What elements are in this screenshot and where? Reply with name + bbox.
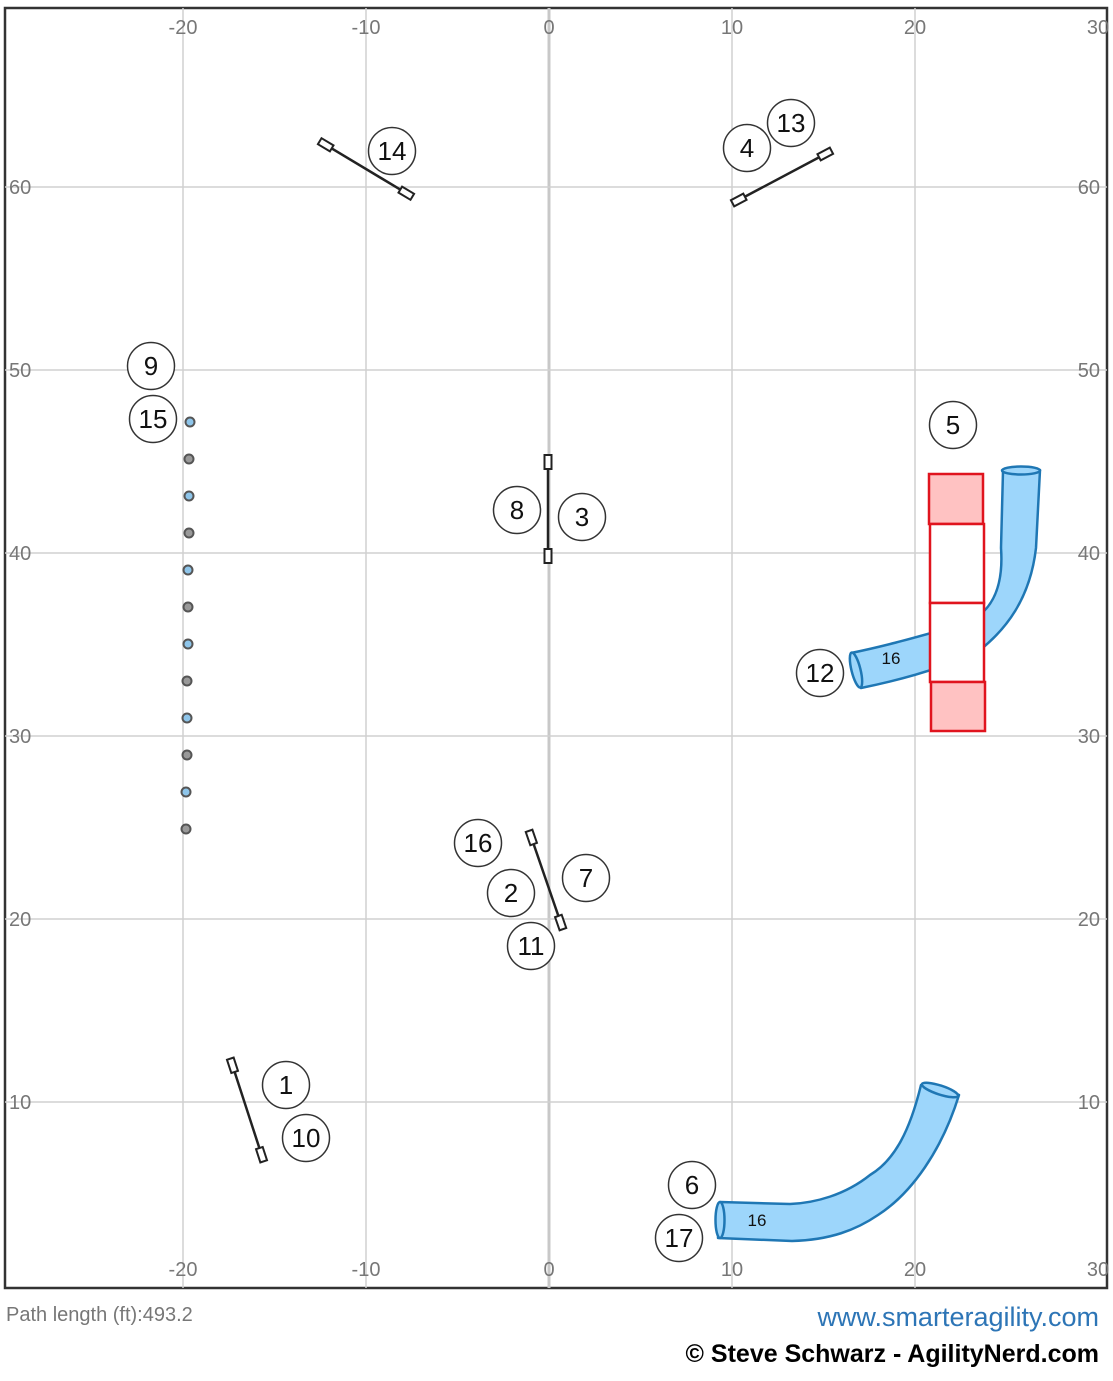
contact-obstacle (927, 472, 987, 733)
svg-text:17: 17 (665, 1223, 694, 1253)
y-tick-right: 40 (1078, 543, 1100, 565)
obstacle-number: 11 (506, 921, 556, 971)
obstacle-number: 16 (453, 818, 503, 868)
obstacle-number: 10 (281, 1113, 331, 1163)
y-tick-left: 50 (9, 360, 31, 382)
jump-3-8 (543, 454, 553, 564)
y-tick-left: 60 (9, 177, 31, 199)
obstacle-number: 14 (367, 126, 417, 176)
copyright-notice: © Steve Schwarz - AgilityNerd.com (685, 1340, 1099, 1368)
x-tick-top: -20 (169, 17, 198, 39)
x-tick-bottom: 0 (543, 1259, 554, 1281)
x-tick-top: 0 (543, 17, 554, 39)
x-tick-bottom: 30 (1087, 1259, 1109, 1281)
y-tick-right: 30 (1078, 726, 1100, 748)
x-tick-bottom: -20 (169, 1259, 198, 1281)
y-tick-right: 20 (1078, 909, 1100, 931)
obstacle-number: 9 (126, 341, 176, 391)
x-tick-top: 20 (904, 17, 926, 39)
svg-text:5: 5 (946, 410, 960, 440)
obstacle-number: 4 (722, 123, 772, 173)
svg-text:13: 13 (777, 108, 806, 138)
x-tick-bottom: 10 (721, 1259, 743, 1281)
y-tick-right: 60 (1078, 177, 1100, 199)
svg-text:15: 15 (139, 404, 168, 434)
obstacle-number: 12 (795, 648, 845, 698)
tunnel-bottom: 16 (714, 1081, 961, 1243)
svg-text:1: 1 (279, 1070, 293, 1100)
svg-text:11: 11 (518, 931, 545, 961)
svg-text:16: 16 (464, 828, 493, 858)
obstacle-number: 1 (261, 1060, 311, 1110)
svg-text:10: 10 (292, 1123, 321, 1153)
svg-text:14: 14 (378, 136, 407, 166)
y-tick-right: 10 (1078, 1092, 1100, 1114)
svg-text:8: 8 (510, 495, 524, 525)
x-tick-bottom: 20 (904, 1259, 926, 1281)
y-tick-left: 10 (9, 1092, 31, 1114)
y-tick-left: 20 (9, 909, 31, 931)
jump-1-10 (225, 1056, 269, 1164)
x-tick-top: -10 (352, 17, 381, 39)
x-tick-top: 10 (721, 17, 743, 39)
svg-text:6: 6 (685, 1170, 699, 1200)
obstacle-number: 6 (667, 1160, 717, 1210)
jump-14 (316, 136, 416, 202)
y-tick-left: 30 (9, 726, 31, 748)
obstacle-number: 8 (492, 485, 542, 535)
svg-text:2: 2 (504, 878, 518, 908)
obstacle-number: 15 (128, 394, 178, 444)
y-tick-left: 40 (9, 543, 31, 565)
obstacle-number: 5 (928, 400, 978, 450)
x-tick-bottom: -10 (352, 1259, 381, 1281)
obstacle-number: 2 (486, 868, 536, 918)
obstacle-number: 7 (561, 853, 611, 903)
jump-2-7-11-16 (524, 828, 568, 932)
svg-text:3: 3 (575, 502, 589, 532)
obstacle-number: 3 (557, 492, 607, 542)
tunnel-length-label: 16 (748, 1211, 767, 1230)
website-link[interactable]: www.smarteragility.com (817, 1302, 1099, 1332)
tunnel-length-label: 16 (882, 649, 901, 668)
obstacle-number: 13 (766, 98, 816, 148)
svg-text:12: 12 (806, 658, 835, 688)
obstacle-number: 17 (654, 1213, 704, 1263)
course-map: -20 -10 0 10 20 30 -20 -10 0 10 20 30 60… (3, 6, 1109, 1290)
y-tick-right: 50 (1078, 360, 1100, 382)
svg-text:9: 9 (144, 351, 158, 381)
svg-text:7: 7 (579, 863, 593, 893)
svg-text:4: 4 (740, 133, 754, 163)
jump-4-13 (729, 146, 835, 208)
x-tick-top: 30 (1087, 17, 1109, 39)
weave-poles (180, 416, 196, 835)
path-length-label: Path length (ft):493.2 (6, 1304, 193, 1326)
